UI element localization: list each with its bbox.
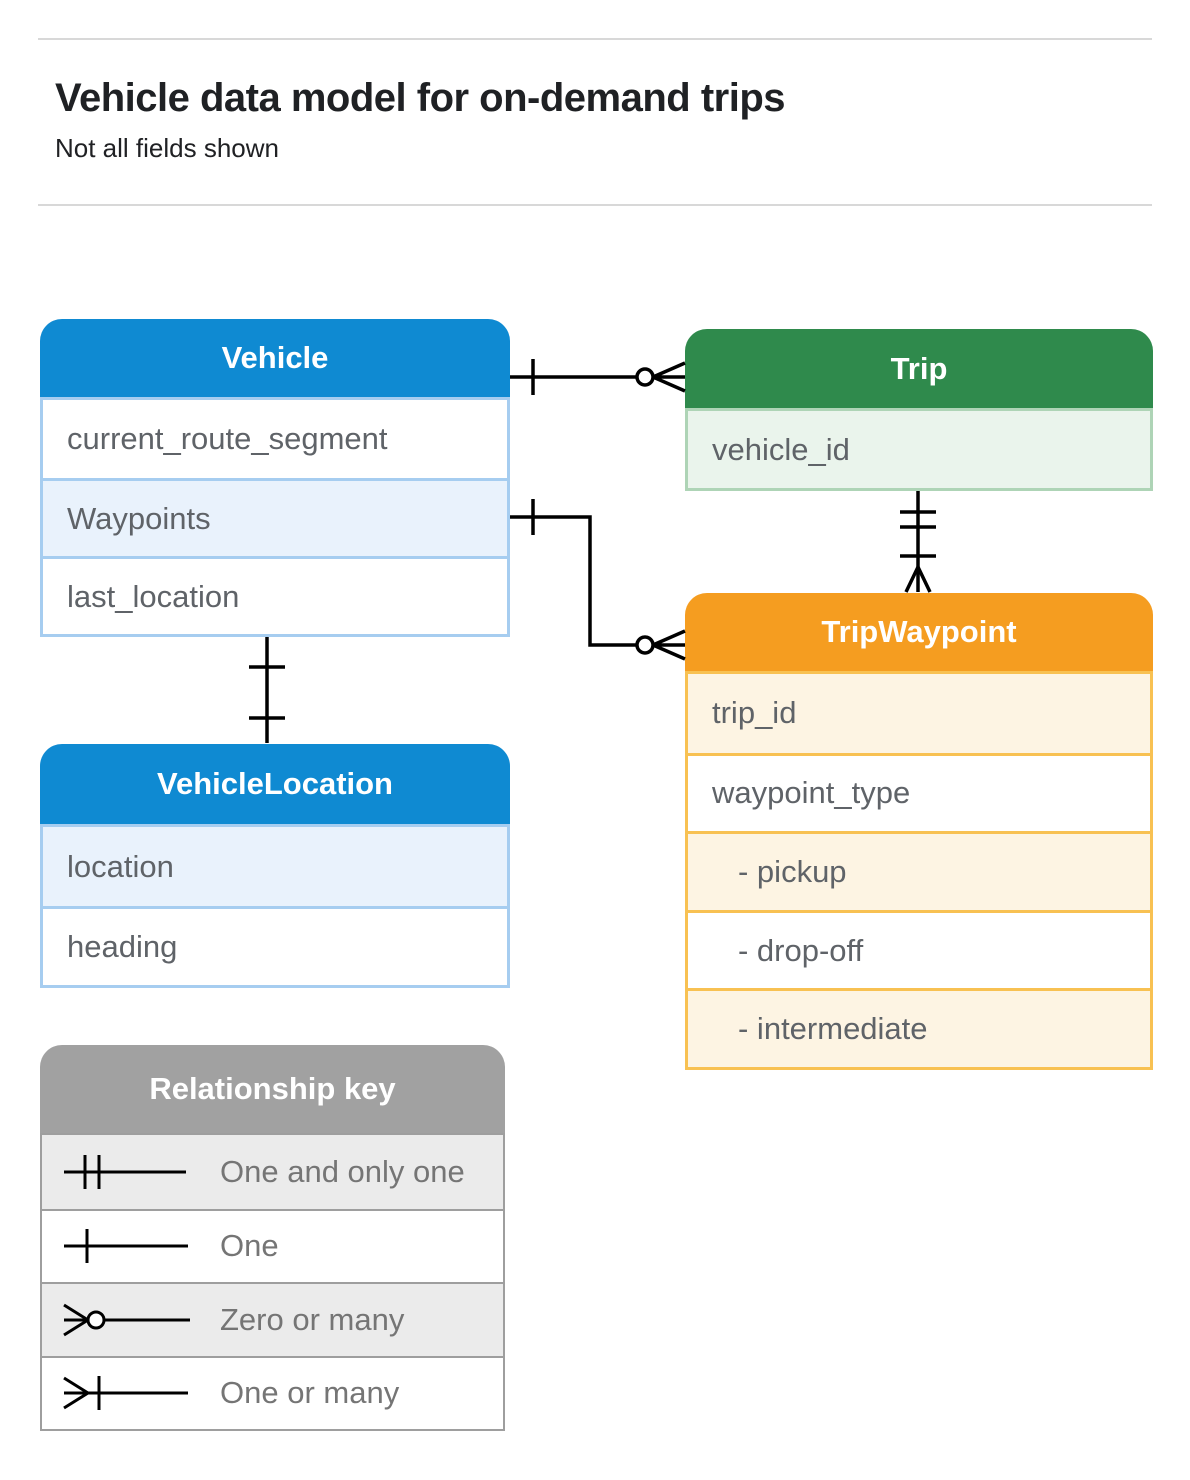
key-label: One or many (220, 1375, 400, 1411)
entity-tripwaypoint-fields: trip_id waypoint_type - pickup - drop-of… (685, 671, 1153, 1070)
entity-trip: Trip vehicle_id (685, 329, 1153, 491)
entity-vehiclelocation-title: VehicleLocation (40, 744, 510, 824)
entity-vehiclelocation: VehicleLocation location heading (40, 744, 510, 988)
field-intermediate: - intermediate (688, 988, 1150, 1067)
page-subtitle: Not all fields shown (55, 133, 279, 163)
relationship-key-rows: One and only one One Zero or many One or… (40, 1133, 505, 1431)
field-heading: heading (43, 906, 507, 985)
relationship-key: Relationship key One and only one One Ze… (40, 1045, 505, 1431)
one-icon (64, 1229, 188, 1264)
field-location: location (43, 827, 507, 906)
entity-trip-title: Trip (685, 329, 1153, 408)
entity-tripwaypoint: TripWaypoint trip_id waypoint_type - pic… (685, 593, 1153, 1070)
key-label: One and only one (220, 1153, 465, 1189)
connector-waypoints-tripwaypoint (510, 499, 686, 661)
one-or-many-icon (63, 1376, 188, 1411)
page-title: Vehicle data model for on-demand trips (55, 76, 786, 120)
top-divider (38, 38, 1152, 40)
field-trip-id: trip_id (688, 674, 1150, 753)
relationship-key-title: Relationship key (40, 1045, 505, 1133)
connector-vehicle-trip (510, 359, 686, 395)
field-drop-off: - drop-off (688, 909, 1150, 989)
key-label: Zero or many (220, 1301, 405, 1337)
connector-vehicle-vehiclelocation (249, 637, 285, 743)
entity-vehicle-fields: current_route_segment Waypoints last_loc… (40, 397, 510, 637)
one-and-only-one-icon (64, 1154, 186, 1189)
entity-vehicle: Vehicle current_route_segment Waypoints … (40, 319, 510, 637)
key-label: One (220, 1228, 279, 1264)
field-waypoint-type: waypoint_type (688, 752, 1150, 832)
header-divider (38, 204, 1152, 206)
connector-trip-tripwaypoint (900, 491, 936, 593)
entity-vehiclelocation-fields: location heading (40, 824, 510, 988)
entity-vehicle-title: Vehicle (40, 319, 510, 397)
field-waypoints: Waypoints (43, 478, 507, 556)
field-current-route-segment: current_route_segment (67, 421, 388, 456)
key-row-one-or-many: One or many (42, 1355, 503, 1430)
zero-or-many-icon (63, 1303, 190, 1337)
key-row-one-and-only-one: One and only one (42, 1135, 503, 1209)
field-vehicle-id: vehicle_id (688, 411, 1150, 488)
field-last-location: last_location (43, 556, 507, 634)
key-row-zero-or-many: Zero or many (42, 1282, 503, 1356)
entity-tripwaypoint-title: TripWaypoint (685, 593, 1153, 671)
field-pickup: - pickup (688, 831, 1150, 910)
entity-trip-fields: vehicle_id (685, 408, 1153, 491)
key-row-one: One (42, 1208, 503, 1283)
